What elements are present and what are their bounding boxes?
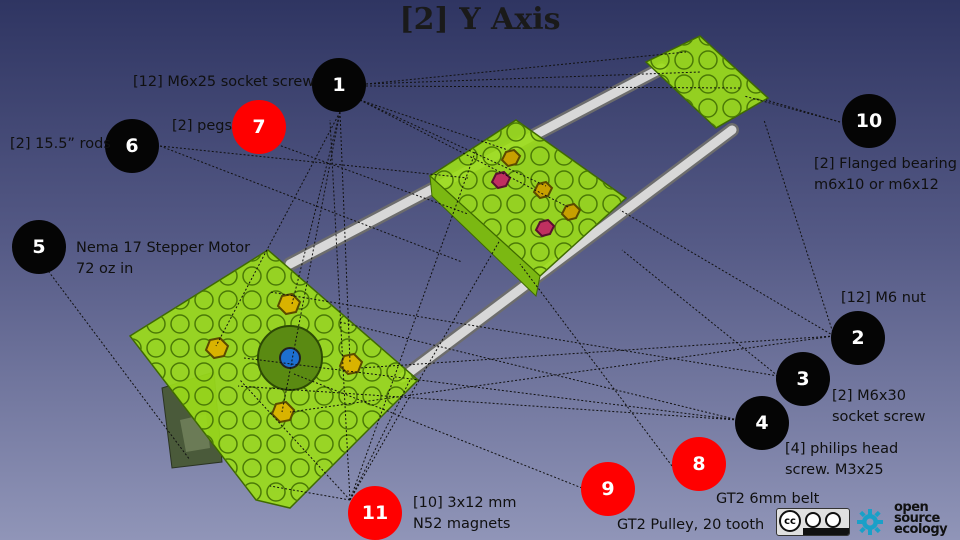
- creative-commons-icon: cc: [776, 508, 850, 536]
- share-alike-icon: [825, 512, 841, 528]
- callout-7-label: [2] pegs: [172, 118, 233, 134]
- gear-icon: [857, 509, 883, 535]
- callout-4-badge: 4: [735, 396, 789, 450]
- callout-7-badge: 7: [232, 100, 286, 154]
- callout-1-badge: 1: [312, 58, 366, 112]
- callout-5-badge: 5: [12, 220, 66, 274]
- callout-2-badge: 2: [831, 311, 885, 365]
- by-icon: [805, 512, 821, 528]
- callout-11-badge: 11: [348, 486, 402, 540]
- leader-lines: [45, 51, 841, 501]
- callout-1-label: [12] M6x25 socket screw: [133, 74, 315, 90]
- page-title: [2] Y Axis: [399, 2, 561, 37]
- carriage-part: [428, 119, 628, 297]
- callout-3-badge: 3: [776, 352, 830, 406]
- idler-end-part: [644, 35, 770, 129]
- callout-8-badge: 8: [672, 437, 726, 491]
- callout-10-badge: 10: [842, 94, 896, 148]
- callout-6-badge: 6: [105, 119, 159, 173]
- callout-9-label: GT2 Pulley, 20 tooth: [617, 517, 765, 533]
- callout-2-label: [12] M6 nut: [841, 290, 926, 306]
- callout-9-badge: 9: [581, 462, 635, 516]
- motor-end-part: [128, 249, 420, 509]
- ose-logo-text: open source ecology: [894, 500, 948, 537]
- callout-6-label: [2] 15.5” rods: [10, 136, 111, 152]
- callout-8-label: GT2 6mm belt: [716, 491, 820, 507]
